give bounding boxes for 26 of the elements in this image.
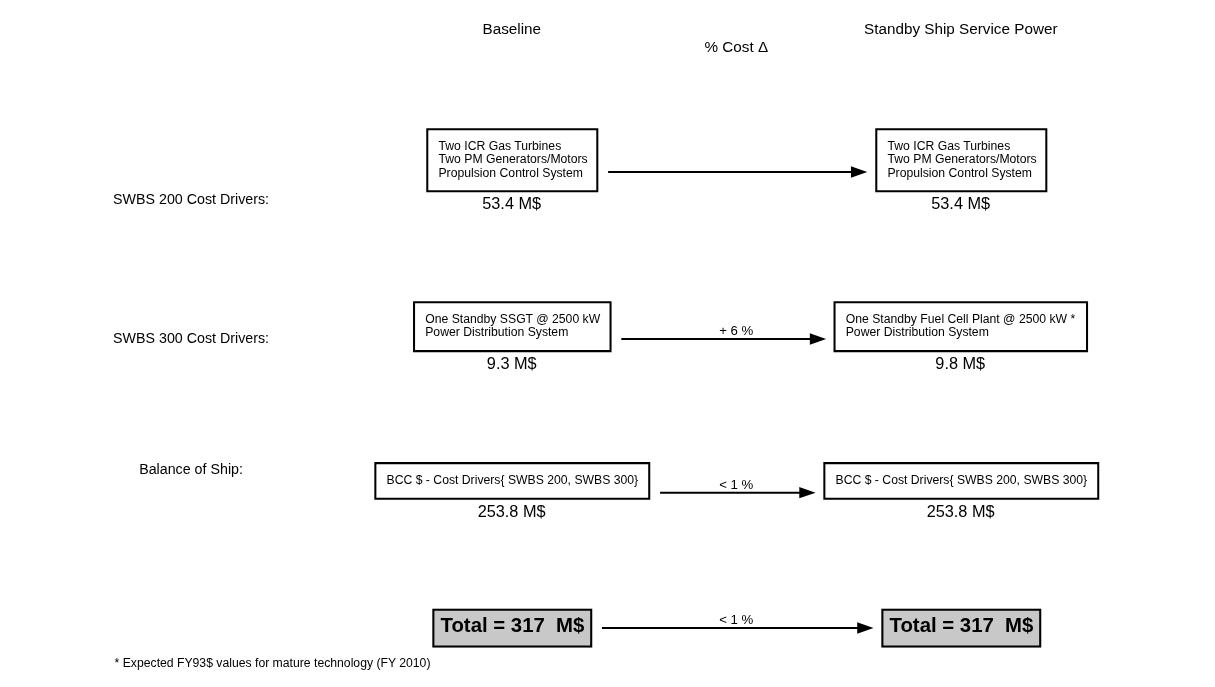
edge-label: + 6 % [718, 323, 753, 339]
node-label: 253.8 M$ [926, 501, 995, 520]
arrow [607, 166, 867, 178]
node-box: One Standby SSGT @ 2500 kW Power Distribution System [412, 301, 612, 353]
edge-label: < 1 % [718, 476, 753, 492]
label: Standby Ship Service Power [863, 19, 1058, 37]
arrow [601, 622, 874, 634]
node-box: Two ICR Gas Turbines Two PM Generators/Motors Propulsion Control System [874, 128, 1047, 193]
node-box: BCC $ - Cost Drivers{ SWBS 200, SWBS 300} [373, 462, 650, 500]
node-label: 9.8 M$ [934, 354, 985, 373]
node-label: 9.3 M$ [486, 354, 537, 373]
label: Baseline [482, 19, 541, 37]
node-box: Two ICR Gas Turbines Two PM Generators/Motors Propulsion Control System [425, 128, 598, 193]
label: SWBS 300 Cost Drivers: [112, 329, 269, 346]
node-label: 53.4 M$ [481, 194, 541, 213]
label: % Cost Δ [703, 37, 768, 55]
label: Balance of Ship: [138, 461, 243, 478]
node-label: 53.4 M$ [930, 194, 990, 213]
arrow [659, 486, 816, 499]
arrow [620, 333, 826, 345]
node-label: 253.8 M$ [477, 501, 546, 520]
label: SWBS 200 Cost Drivers: [112, 191, 269, 208]
node-box: BCC $ - Cost Drivers{ SWBS 200, SWBS 300} [822, 462, 1099, 500]
node-box: One Standby Fuel Cell Plant @ 2500 kW * Power Distribution System [833, 301, 1088, 353]
edge-label: < 1 % [718, 612, 753, 628]
caption: * Expected FY93$ values for mature technology (FY 2010) [114, 656, 430, 671]
